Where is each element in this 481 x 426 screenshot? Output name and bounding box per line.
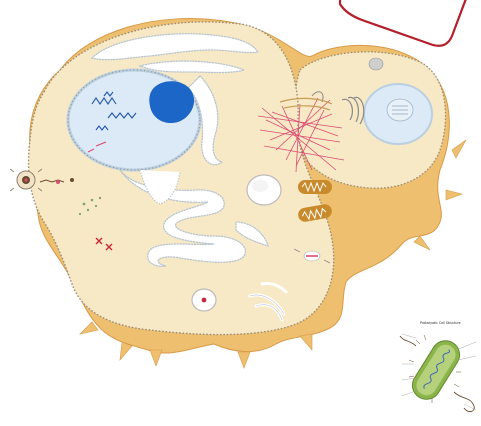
mitochondrion-1 (298, 180, 332, 194)
bacterium-thumbnail: Prokaryotic Cell Structure (398, 316, 478, 420)
callout-box (340, 0, 470, 46)
nucleus (68, 70, 200, 170)
thumbnail-title: Prokaryotic Cell Structure (420, 321, 461, 325)
